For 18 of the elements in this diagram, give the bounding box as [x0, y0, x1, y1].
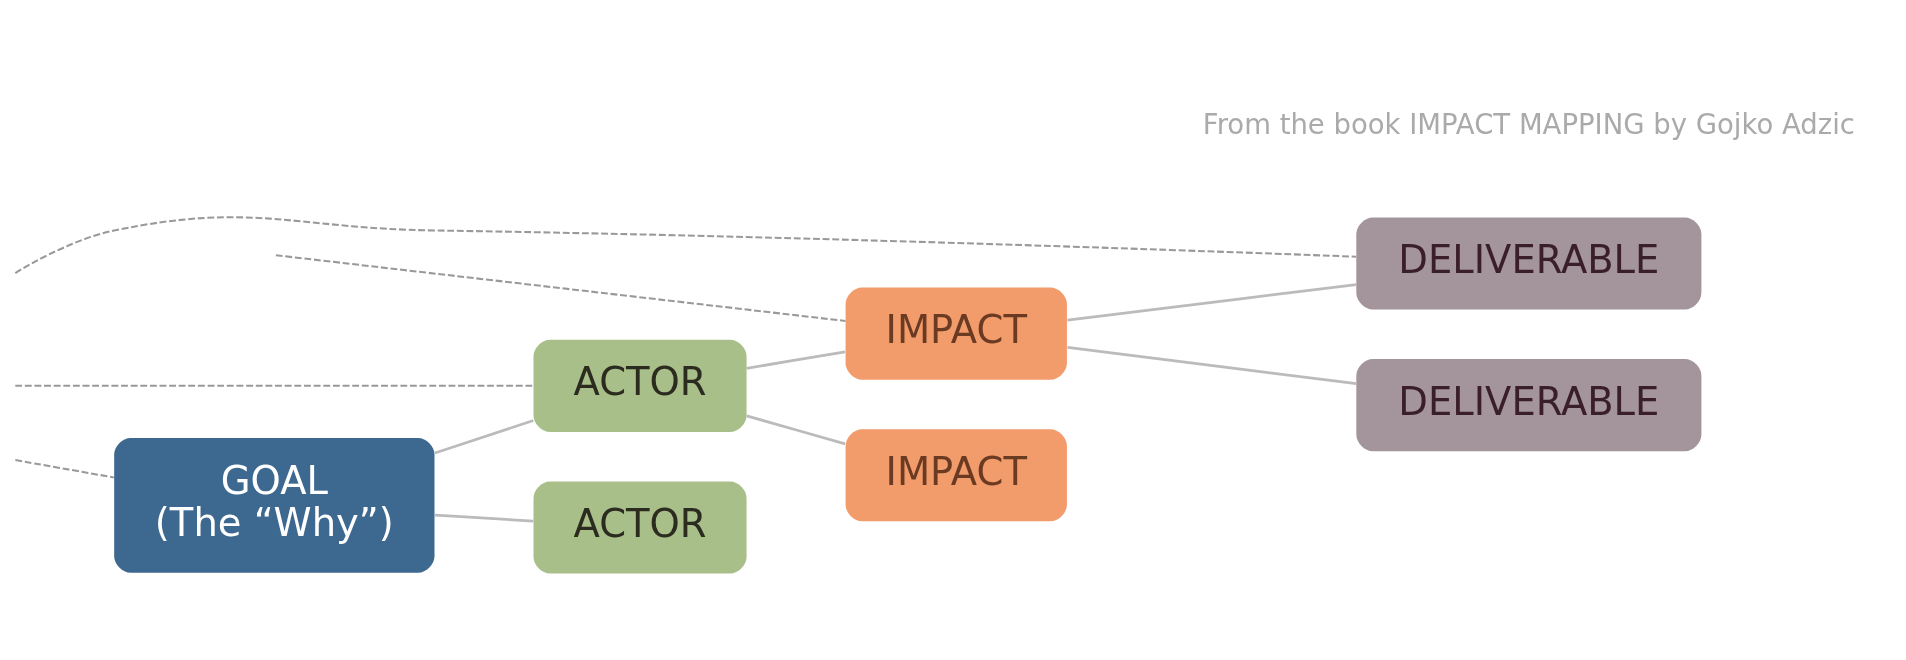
- node-box: GOAL (The “Why”): [114, 437, 435, 573]
- connector: [275, 253, 846, 322]
- connector: [434, 418, 534, 454]
- node-box: ACTOR: [533, 339, 747, 432]
- node-box: DELIVERABLE: [1356, 216, 1702, 310]
- connector: [1067, 345, 1357, 385]
- node-box: DELIVERABLE: [1356, 358, 1702, 451]
- connector: [1067, 282, 1357, 321]
- connector: [15, 384, 534, 387]
- connector: [15, 458, 115, 478]
- connector: [434, 513, 534, 522]
- label: From the book IMPACT MAPPING by Gojko Adzic: [1202, 107, 1855, 140]
- connector: [746, 414, 846, 445]
- node-box: IMPACT: [845, 287, 1067, 380]
- node-box: ACTOR: [533, 480, 747, 573]
- connector: [746, 350, 846, 370]
- node-box: IMPACT: [845, 428, 1067, 521]
- connector: [14, 215, 1357, 274]
